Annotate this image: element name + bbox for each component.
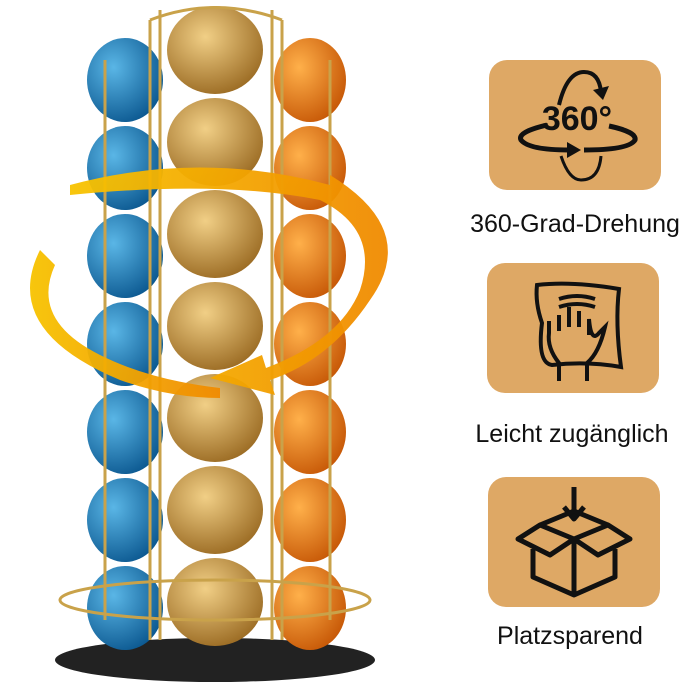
box-arrow-icon [515, 487, 633, 598]
feature-tile-rotation: 360° [489, 60, 661, 190]
capsule-orange [274, 478, 346, 562]
capsule-blue [87, 126, 163, 210]
rotate-360-icon: 360° [518, 69, 638, 182]
feature-label-rotation: 360-Grad-Drehung [470, 210, 680, 238]
capsule-gold [167, 98, 263, 186]
feature-label-space: Platzsparend [497, 622, 643, 650]
feature-tile-space [488, 477, 660, 607]
capsule-gold [167, 282, 263, 370]
capsule-blue [87, 38, 163, 122]
capsule-blue [87, 566, 163, 650]
rotation-arrow-tail [30, 250, 220, 398]
capsule-orange [274, 38, 346, 122]
capsule-gold [167, 190, 263, 278]
capsule-orange [274, 566, 346, 650]
feature-label-access: Leicht zugänglich [475, 420, 669, 448]
rotate-360-text: 360° [542, 100, 612, 138]
capsule-blue [87, 478, 163, 562]
wire-frame [58, 6, 372, 640]
capsule-holder-image [30, 6, 388, 682]
capsule-gold [167, 558, 263, 646]
feature-tile-access [487, 263, 659, 393]
hand-cloth-icon [534, 281, 624, 381]
capsule-gold [167, 466, 263, 554]
rotation-arrow-icon [70, 167, 388, 395]
capsule-orange [274, 214, 346, 298]
capsule-orange [274, 390, 346, 474]
capsule-blue [87, 214, 163, 298]
capsule-blue [87, 390, 163, 474]
capsules [87, 6, 346, 650]
capsule-gold [167, 6, 263, 94]
base-plate [55, 638, 375, 682]
